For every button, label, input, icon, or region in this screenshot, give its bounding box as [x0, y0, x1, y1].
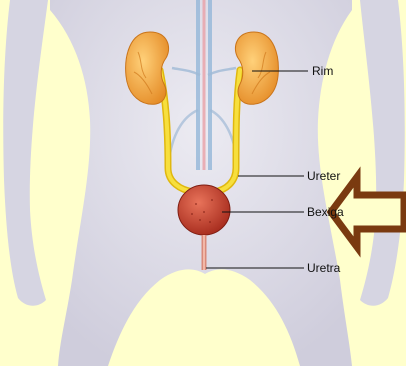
bladder-label: Bexiga: [307, 205, 344, 219]
urethra-label: Uretra: [307, 261, 340, 275]
ureter-label: Ureter: [307, 169, 340, 183]
kidney-label: Rim: [312, 64, 333, 78]
bladder: [178, 185, 230, 235]
